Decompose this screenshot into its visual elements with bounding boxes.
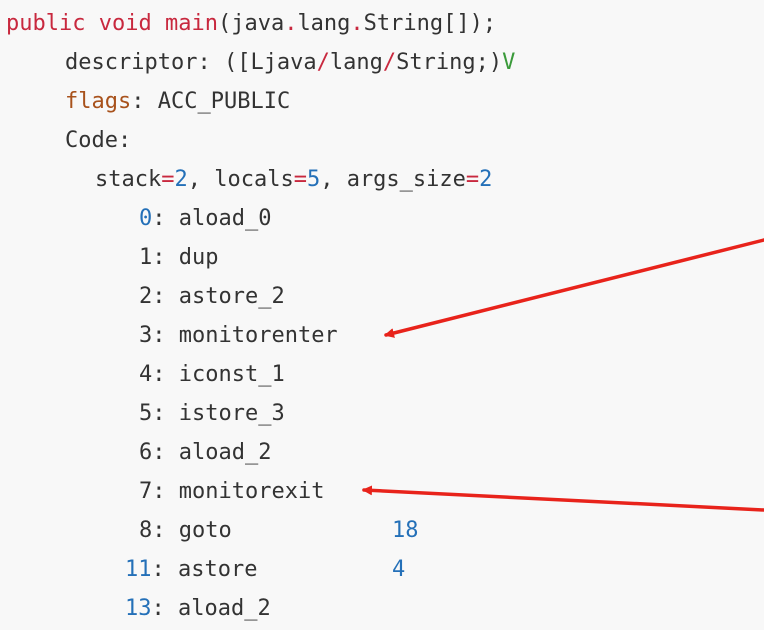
instruction-row: 13: aload_2 (6, 589, 764, 628)
slash-separator: / (316, 50, 330, 75)
instruction-text: : aload_2 (151, 596, 271, 621)
instruction-row-monitorenter: 3: monitorenter (6, 316, 764, 355)
open-paren: ( (217, 11, 232, 36)
instruction-offset: 6 (139, 440, 153, 465)
locals-value: 5 (306, 167, 321, 192)
instruction-row-monitorexit: 7: monitorexit (6, 472, 764, 511)
stack-line: stack=2, locals=5, args_size=2 (6, 160, 764, 199)
instruction-row: 5: istore_3 (6, 394, 764, 433)
return-type: V (502, 50, 516, 75)
descriptor-label: descriptor: (65, 50, 224, 75)
flags-value: ACC_PUBLIC (157, 89, 291, 114)
locals-label: , locals (187, 167, 294, 192)
instruction-text: : astore (151, 557, 258, 582)
instruction-offset: 13 (125, 596, 152, 621)
code-label: Code: (65, 128, 132, 153)
instruction-row: 1: dup (6, 238, 764, 277)
stack-label: stack (95, 167, 162, 192)
flags-line: flags: ACC_PUBLIC (6, 82, 764, 121)
method-name: main (164, 11, 218, 36)
keyword-void: void (98, 11, 152, 36)
args-size-value: 2 (479, 167, 493, 192)
instruction-row: 8: goto 18 (6, 511, 764, 550)
param-part-lang: lang (297, 11, 351, 36)
instruction-text: : istore_3 (152, 401, 285, 426)
instruction-row: 6: aload_2 (6, 433, 764, 472)
instruction-row: 0: aload_0 (6, 199, 764, 238)
descriptor-part: String;) (396, 50, 503, 75)
descriptor-line: descriptor: ([Ljava/lang/String;)V (6, 43, 764, 82)
equals-sign: = (465, 167, 480, 192)
instruction-text: : aload_0 (152, 206, 272, 231)
close-paren: ); (469, 11, 497, 36)
equals-sign: = (293, 167, 307, 192)
instruction-offset: 4 (139, 362, 153, 387)
args-size-label: , args_size (320, 167, 466, 192)
instruction-offset: 8 (139, 518, 153, 543)
instruction-offset: 3 (139, 323, 153, 348)
keyword-public: public (6, 11, 86, 36)
instruction-operand: 4 (392, 557, 406, 582)
instruction-offset: 7 (139, 479, 153, 504)
descriptor-part: lang (329, 50, 383, 75)
instruction-operand: 18 (392, 518, 419, 543)
instruction-offset: 2 (139, 284, 153, 309)
instruction-text: : dup (152, 245, 219, 270)
slash-separator: / (382, 50, 397, 75)
flags-colon: : (131, 89, 158, 114)
instruction-row: 2: astore_2 (6, 277, 764, 316)
stack-value: 2 (174, 167, 188, 192)
instruction-row: 4: iconst_1 (6, 355, 764, 394)
instruction-text: : iconst_1 (152, 362, 285, 387)
instruction-text: : monitorexit (152, 479, 325, 504)
instruction-row: 11: astore 4 (6, 550, 764, 589)
instruction-offset: 11 (125, 557, 152, 582)
dot-separator: . (284, 11, 298, 36)
param-part-string: String[] (363, 11, 470, 36)
equals-sign: = (161, 167, 175, 192)
instruction-text: : goto (152, 518, 232, 543)
flags-label: flags (65, 89, 132, 114)
param-part-java: java (231, 11, 285, 36)
instruction-text: : monitorenter (152, 323, 338, 348)
method-signature: public void main(java.lang.String[]); (6, 4, 764, 43)
instruction-text: : astore_2 (152, 284, 285, 309)
bytecode-listing: public void main(java.lang.String[]); de… (6, 4, 764, 628)
dot-separator: . (350, 11, 364, 36)
instruction-text: : aload_2 (152, 440, 272, 465)
instruction-offset: 0 (139, 206, 153, 231)
descriptor-part: ([Ljava (223, 50, 317, 75)
instruction-offset: 5 (139, 401, 153, 426)
instruction-offset: 1 (139, 245, 153, 270)
